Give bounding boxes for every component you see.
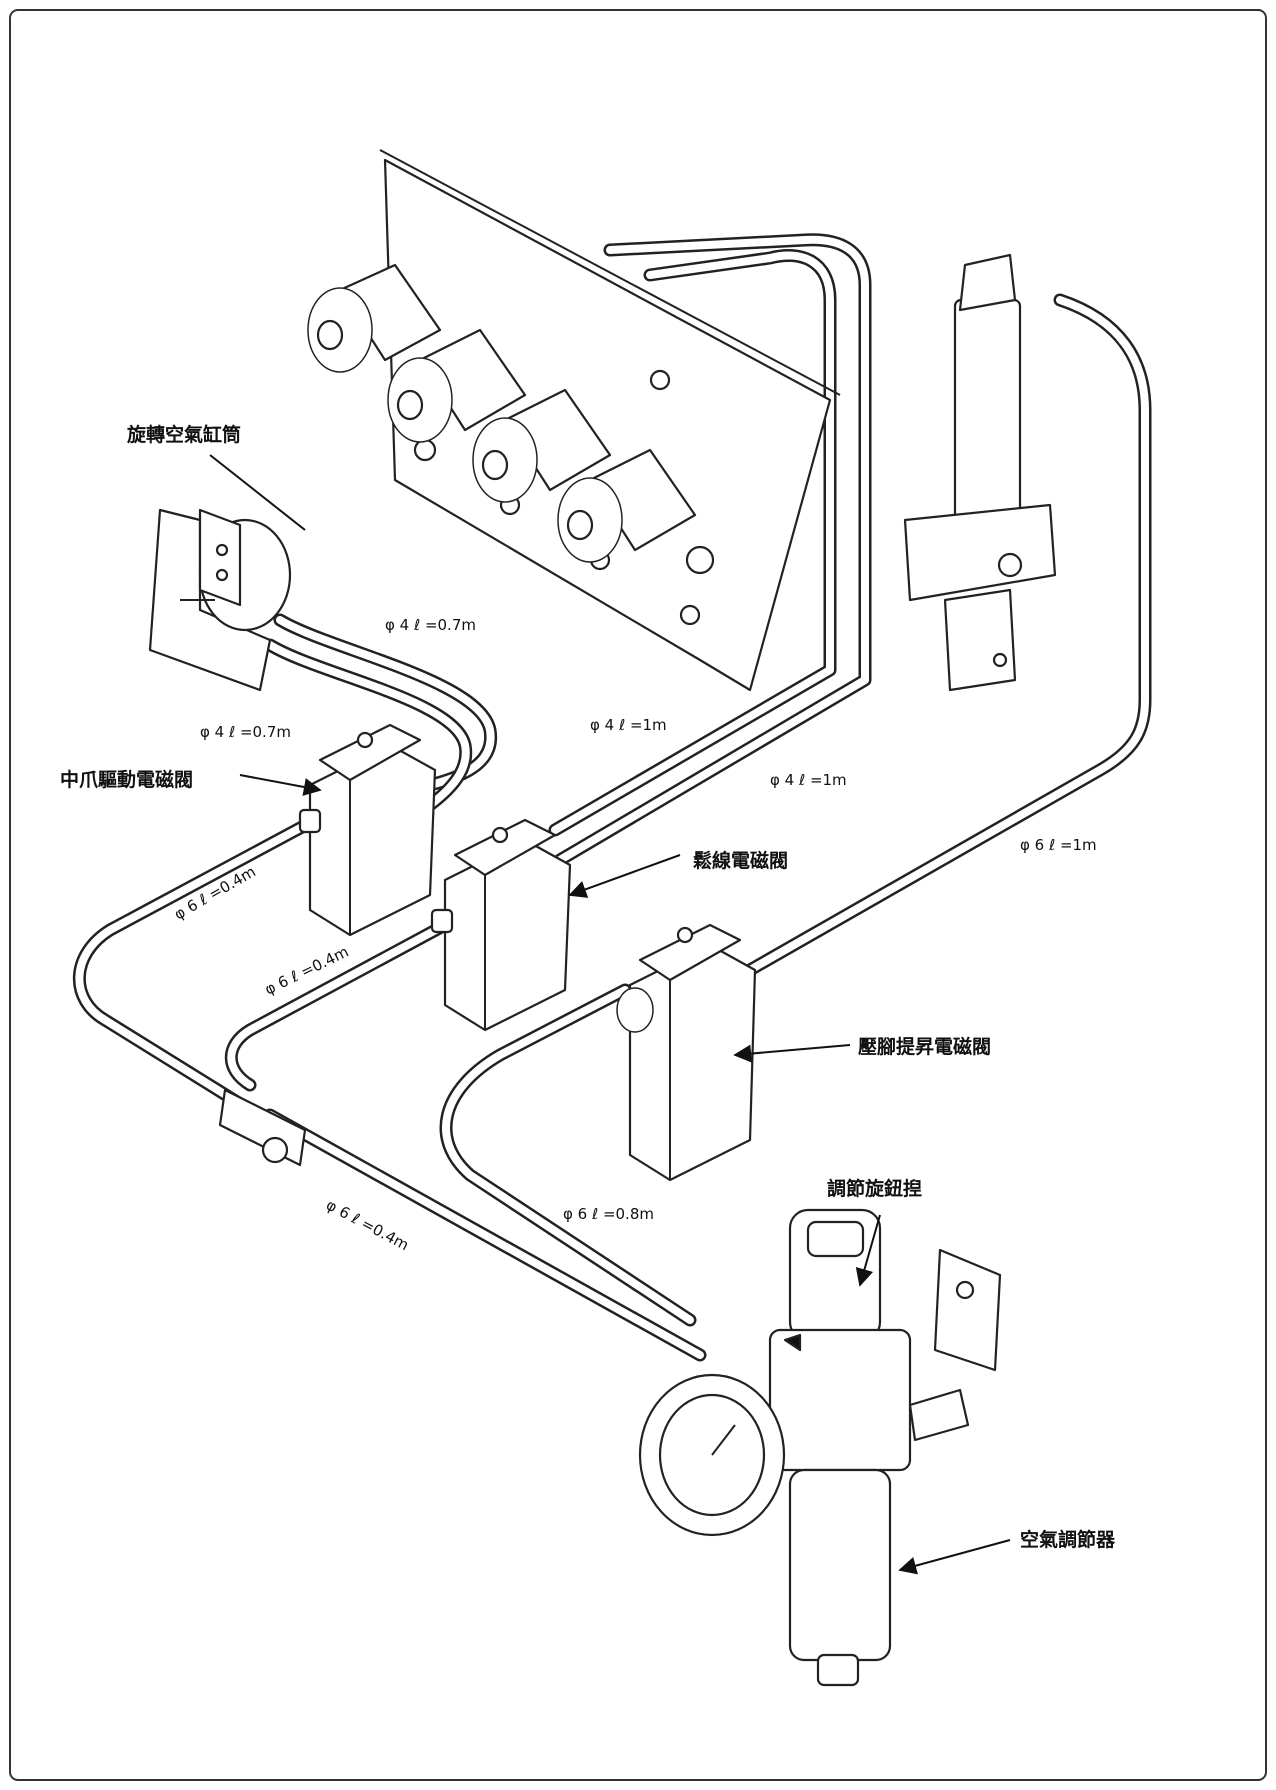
tension-valve-plate — [307, 149, 841, 692]
presser-lift-cylinder — [903, 253, 1057, 692]
tube-spec-label: φ 6 ℓ =1m — [1020, 836, 1097, 854]
tube-spec-label: φ 6 ℓ =0.4m — [323, 1196, 412, 1255]
thread-release-solenoid-valve — [430, 818, 572, 1032]
tube-spec-label: φ 6 ℓ =0.8m — [563, 1205, 654, 1223]
tube-spec-label: φ 4 ℓ =0.7m — [200, 723, 291, 741]
leader-lines — [209, 454, 1011, 1575]
tube-spec-label: φ 6 ℓ =0.4m — [262, 943, 352, 999]
tension-knob — [472, 388, 612, 503]
tension-knob — [387, 328, 527, 443]
label-adjust-knob: 調節旋鈕揑 — [827, 1177, 922, 1200]
middle-claw-solenoid-valve — [298, 723, 437, 937]
tube-spec-label: φ 4 ℓ =1m — [590, 716, 667, 734]
air-tubes — [72, 233, 1152, 1362]
tension-knob — [307, 263, 442, 373]
air-regulator-unit — [638, 1208, 1002, 1687]
rotary-air-cylinder — [148, 508, 292, 692]
tube-spec-label: φ 4 ℓ =1m — [770, 771, 847, 789]
diagram-frame — [9, 9, 1267, 1781]
label-thread-release-valve: 鬆線電磁閥 — [693, 849, 788, 872]
label-rotary-cylinder: 旋轉空氣缸筒 — [126, 423, 241, 446]
label-air-regulator: 空氣調節器 — [1020, 1528, 1116, 1551]
tube-spec-label: φ 4 ℓ =0.7m — [385, 616, 476, 634]
presser-lift-solenoid-valve — [616, 923, 757, 1182]
tee-fitting — [218, 1088, 307, 1167]
label-middle-claw-valve: 中爪驅動電磁閥 — [60, 768, 193, 791]
tension-knob — [557, 448, 697, 563]
label-presser-lift-valve: 壓腳提昇電磁閥 — [858, 1035, 991, 1058]
